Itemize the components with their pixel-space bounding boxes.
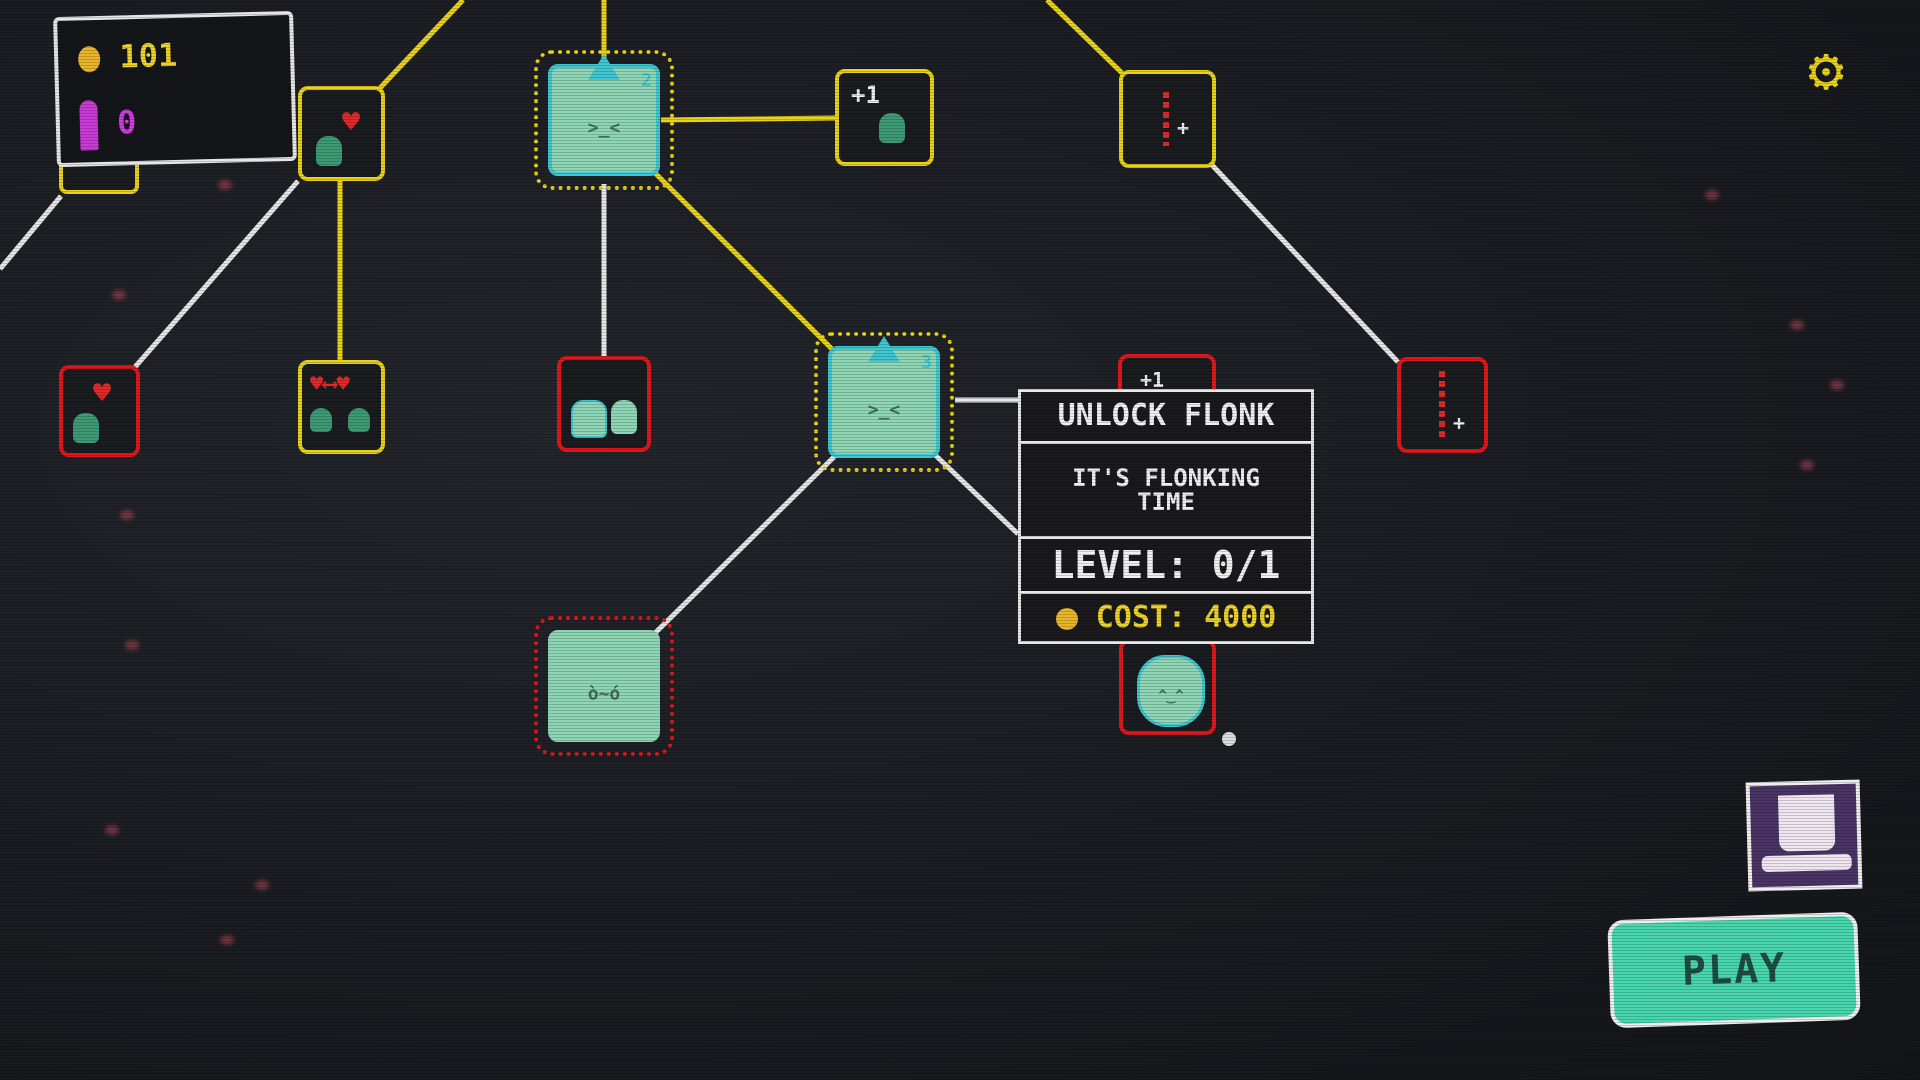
connection-line xyxy=(660,115,836,123)
tooltip-cost-row: COST: 4000 xyxy=(1021,594,1311,641)
petal xyxy=(220,935,234,945)
skill-node-long-wire-locked[interactable]: + xyxy=(1397,357,1488,453)
skill-node-ornate-tree-2[interactable]: 2 >_< xyxy=(534,50,674,190)
slime-icon xyxy=(348,408,370,432)
slime-icon xyxy=(310,408,332,432)
plus-icon: + xyxy=(1177,116,1190,140)
slime-icon xyxy=(571,400,607,438)
petal xyxy=(112,290,126,300)
dotted-wire-icon xyxy=(1163,92,1169,146)
currency-panel: 101 0 xyxy=(53,10,297,168)
plus-icon: + xyxy=(1453,411,1466,435)
heart-icon: ♥ xyxy=(342,105,361,140)
tooltip-cost: COST: 4000 xyxy=(1095,600,1277,635)
node-number: 3 xyxy=(921,352,932,373)
slime-face-icon: >_< xyxy=(587,117,621,139)
play-button[interactable]: PLAY xyxy=(1607,911,1861,1029)
coin-icon xyxy=(1055,607,1078,630)
cursor-dot xyxy=(1222,732,1236,746)
slime-icon xyxy=(316,136,342,166)
hat-brim xyxy=(1761,853,1852,873)
mustache-slime-icon: ò~ó xyxy=(587,683,621,705)
skill-node-heart-slime[interactable]: ♥ xyxy=(298,86,385,181)
coin-icon xyxy=(77,45,101,73)
connection-line xyxy=(645,163,844,361)
petal xyxy=(125,640,139,650)
skill-tooltip: UNLOCK FLONK IT'S FLONKING TIME LEVEL: 0… xyxy=(1018,389,1314,644)
skill-node-many-hearts-locked[interactable]: ♥ xyxy=(59,365,140,457)
skill-node-wire-plus[interactable]: + xyxy=(1119,70,1216,168)
petal xyxy=(218,180,232,190)
petal xyxy=(1800,460,1814,470)
petal xyxy=(105,825,119,835)
plus-one-label: +1 xyxy=(1140,368,1165,392)
skill-node-ornate-tree-3[interactable]: 3 >_< xyxy=(814,332,954,472)
tree-icon xyxy=(588,54,620,80)
slime-face-icon: >_< xyxy=(867,399,901,421)
flonk-icon: ^‿^ xyxy=(1137,655,1205,727)
slime-icon xyxy=(611,400,637,434)
plus-one-label: +1 xyxy=(851,81,880,109)
connection-line xyxy=(133,179,300,369)
petal xyxy=(1705,190,1719,200)
slime-icon xyxy=(879,113,905,143)
gem-row: 0 xyxy=(79,99,137,151)
dotted-wire-icon xyxy=(1439,371,1445,437)
double-arrow-heart-icon: ♥⟷♥ xyxy=(310,372,350,397)
slime-icon xyxy=(73,413,99,443)
gear-icon[interactable]: ⚙ xyxy=(1808,35,1845,105)
skill-node-slime-link[interactable]: ♥⟷♥ xyxy=(298,360,385,454)
petal xyxy=(1790,320,1804,330)
tooltip-level: LEVEL: 0/1 xyxy=(1021,539,1311,594)
petal xyxy=(1830,380,1844,390)
connection-line xyxy=(647,449,842,641)
skill-node-flonk-locked[interactable]: ^‿^ xyxy=(1119,639,1216,735)
tooltip-description: IT'S FLONKING TIME xyxy=(1021,444,1311,539)
pink-trophy-icon xyxy=(79,100,99,151)
skill-node-ornate-locked[interactable]: ò~ó xyxy=(534,616,674,756)
tooltip-title: UNLOCK FLONK xyxy=(1021,392,1311,444)
coin-row: 101 xyxy=(77,35,178,77)
petal xyxy=(255,880,269,890)
coin-count: 101 xyxy=(118,35,178,76)
connection-line xyxy=(1210,163,1400,364)
connection-line xyxy=(1045,0,1124,75)
gem-count: 0 xyxy=(116,103,137,142)
connection-line xyxy=(0,194,63,271)
node-number: 2 xyxy=(641,70,652,91)
top-hat-icon xyxy=(1777,794,1836,852)
hat-button[interactable] xyxy=(1745,779,1863,892)
tree-icon xyxy=(868,336,900,362)
petal xyxy=(120,510,134,520)
skill-node-tree-slime-locked[interactable] xyxy=(557,356,651,452)
skill-node-plus-one-slime[interactable]: +1 xyxy=(835,69,934,166)
connection-line xyxy=(378,0,465,90)
heart-icon: ♥ xyxy=(93,376,112,411)
